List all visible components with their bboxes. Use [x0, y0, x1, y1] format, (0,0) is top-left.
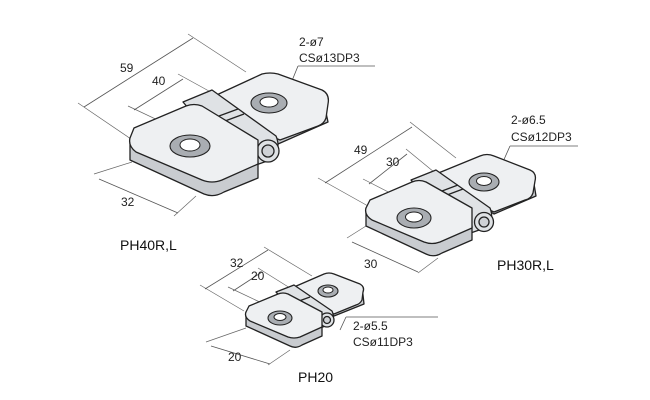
ph20-depth-dimension: 20 [228, 350, 242, 364]
ph30-depth-dimension: 30 [364, 257, 378, 271]
ph40-model-label: PH40R,L [120, 237, 177, 253]
ph20-model-label: PH20 [298, 369, 333, 385]
ph30-inner-dimension: 30 [386, 155, 400, 169]
hinge-ph30: 49 30 30 2-ø6.5 CSø12DP3 PH30R,L [317, 113, 578, 274]
ph30-hole-spec: 2-ø6.5 [511, 113, 546, 127]
ph20-dimension-lines [199, 246, 438, 366]
ph40-depth-dimension: 32 [121, 195, 135, 209]
ph20-overall-dimension: 32 [230, 256, 244, 270]
ph30-dimension-lines [317, 121, 578, 274]
ph20-inner-dimension: 20 [251, 269, 265, 283]
ph40-inner-dimension: 40 [152, 74, 166, 88]
ph40-hole-spec: 2-ø7 [299, 35, 324, 49]
ph40-overall-dimension: 59 [120, 61, 134, 75]
ph30-model-label: PH30R,L [497, 257, 554, 273]
ph30-countersink-spec: CSø12DP3 [511, 130, 572, 144]
ph30-overall-dimension: 49 [354, 143, 368, 157]
ph20-hole-spec: 2-ø5.5 [353, 319, 388, 333]
ph20-countersink-spec: CSø11DP3 [353, 335, 413, 349]
ph40-countersink-spec: CSø13DP3 [299, 51, 360, 65]
ph40-dimension-lines [77, 33, 375, 217]
hinge-ph40: 59 40 32 2-ø7 CSø13DP3 PH40R,L [77, 33, 375, 253]
hinge-ph20: 32 20 20 2-ø5.5 CSø11DP3 PH20 [199, 246, 438, 385]
